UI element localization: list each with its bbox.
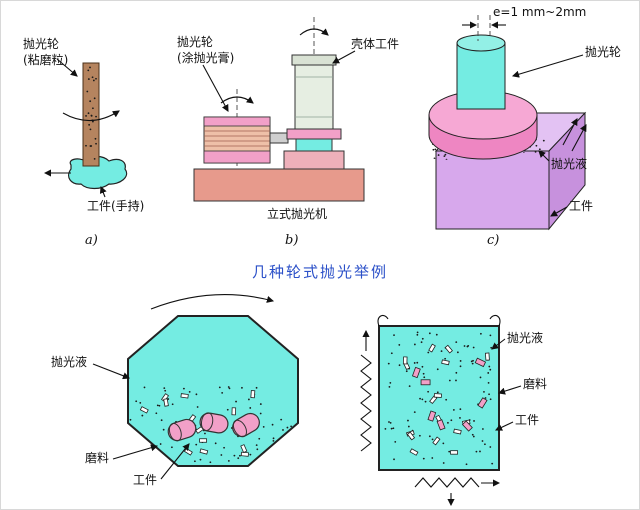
fig-e-liquid-leader [491,338,506,350]
fig-b-wheel-rotation-arrow [220,96,254,104]
figure-e-vibratory-finishing [360,314,522,507]
figure-d-barrel-tumbling [92,294,299,480]
motion-arrow-1 [562,118,578,146]
fig-c-gap-label: e=1 mm~2mm [493,5,587,19]
fig-e-workpiece-leader [495,421,514,431]
buffing-wheel-band-bottom [203,150,271,164]
tumbling-workpieces [167,412,260,442]
barrel-rotation-arrow [150,294,275,310]
fig-a-wheel-label: 抛光轮 (粘磨粒) [23,37,69,67]
fig-a-rotation-arrow [62,110,120,122]
fig-c-wheel-label: 抛光轮 [585,45,622,59]
fig-d-workpiece-leader [160,443,190,480]
fig-a-workpiece-leader [99,186,107,198]
fig-d-workpiece-label: 工件 [133,473,158,487]
machine-column [283,150,345,170]
fig-e-abrasive-label: 磨料 [523,377,548,391]
fig-d-liquid-leader [92,363,130,380]
fig-d-liquid-label: 抛光液 [51,355,88,369]
workpiece-block-front [435,150,550,230]
fig-a-tag: a) [85,233,98,248]
caption: 几种轮式抛光举例 [251,263,388,281]
fig-c-wheel-leader [511,54,584,78]
buffing-wheel-layers [204,130,270,147]
fig-b-wheel-label: 抛光轮 (涂抛光膏) [177,35,235,65]
tank-hook-right [489,314,501,327]
fig-c-workpiece-leader [550,206,568,217]
fig-b-machine-label: 立式抛光机 [267,207,328,221]
fig-b-tag: b) [285,233,299,248]
fig-c-tag: c) [487,233,500,248]
vibration-zigzag-left [360,354,372,452]
shell-workpiece-body [294,64,334,130]
fig-e-abrasive-leader [497,385,522,395]
fig-e-liquid-label: 抛光液 [507,331,544,345]
fig-c-liquid-leader [538,150,550,162]
fig-b-spindle-rotation-arrow [299,28,329,36]
fig-b-shell-leader [332,50,356,64]
spindle-table [295,138,333,152]
polishing-wheel-cylinder [456,42,506,110]
fig-d-abrasive-label: 磨料 [85,451,110,465]
fig-d-abrasive-leader [112,444,159,460]
fig-c-workpiece-label: 工件 [569,199,594,213]
figure-c-wheel-polishing [423,15,587,231]
fig-a-workpiece-label: 工件(手持) [87,199,145,213]
motion-arrow-2 [571,124,587,152]
machine-base [193,168,365,202]
polishing-wheel-cylinder-top [456,34,506,52]
octagon-barrel [127,315,299,467]
fig-e-workpiece-label: 工件 [515,413,540,427]
fig-a-wheel-leader [56,58,78,77]
vibration-tank [378,325,500,471]
tank-mixture-speckles [384,331,494,466]
spindle-collar [286,128,342,140]
wheel-spindle [269,132,289,144]
fig-b-shell-label: 壳体工件 [351,37,400,51]
shell-workpiece-cap [291,54,337,66]
buffing-wheel-band-top [203,116,271,127]
fig-c-liquid-label: 抛光液 [551,157,588,171]
figure-a-hand-polishing [43,58,128,198]
fig-b-wheel-leader [202,64,229,112]
vibration-zigzag-bottom [414,477,480,488]
polishing-stick-wheel [82,62,100,167]
tank-hook-left [377,314,389,327]
figure-b-vertical-machine [193,17,365,202]
